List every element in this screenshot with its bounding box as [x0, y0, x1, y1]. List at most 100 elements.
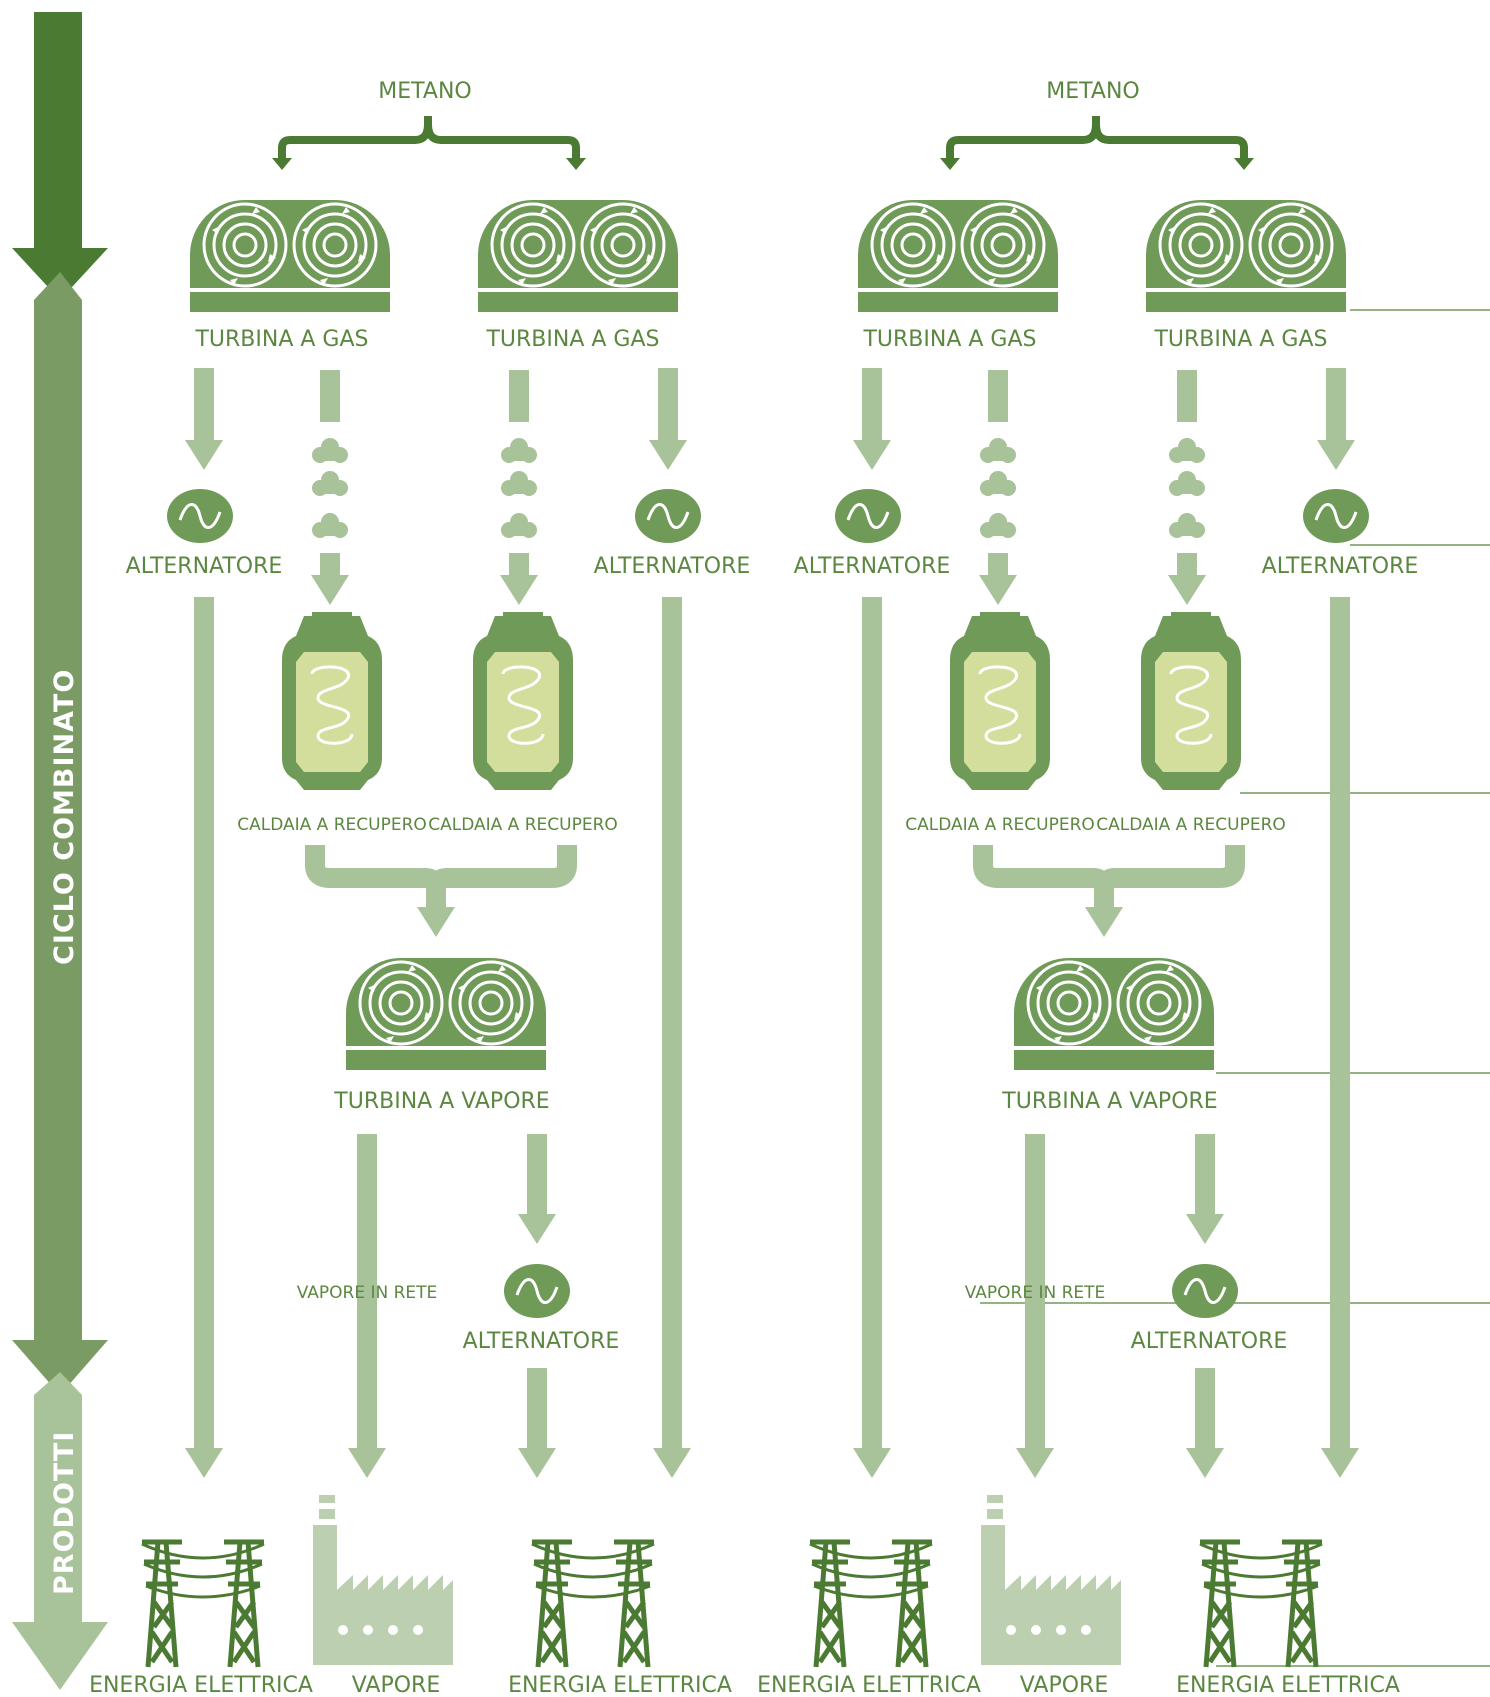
guide-lines: [980, 309, 1490, 1667]
product-label: ENERGIA ELETTRICA: [757, 1673, 981, 1697]
exhaust-stub: [1177, 370, 1197, 422]
smoke-icon: [1169, 471, 1205, 496]
product-label: ENERGIA ELETTRICA: [1176, 1673, 1400, 1697]
alternator-icon: [165, 487, 235, 545]
alternator-icon: [833, 487, 903, 545]
smoke-icon: [312, 471, 348, 496]
power-pylon-icon: [532, 1542, 654, 1667]
product-label: ENERGIA ELETTRICA: [89, 1673, 313, 1697]
alternator-icon: [1170, 1262, 1240, 1320]
metano-arrowhead-left: [272, 158, 292, 170]
boiler-icon: [471, 610, 575, 792]
flow-arrow: [518, 1368, 556, 1478]
metano-arrowhead-right: [566, 158, 586, 170]
steam-network-label: VAPORE IN RETE: [965, 1283, 1106, 1303]
alternator-label: ALTERNATORE: [1262, 554, 1419, 579]
metano-brace: [278, 116, 580, 165]
exhaust-stub: [509, 370, 529, 422]
gas-turbine-icon: [476, 198, 680, 314]
smoke-icon: [980, 471, 1016, 496]
alternator-label: ALTERNATORE: [794, 554, 951, 579]
metano-label: METANO: [1046, 79, 1139, 104]
alternator-label: ALTERNATORE: [594, 554, 751, 579]
factory-icon: [313, 1495, 453, 1665]
ciclo-arrow-top-shaft: [34, 12, 82, 252]
flow-arrow: [853, 597, 891, 1478]
flow-arrow: [649, 368, 687, 470]
flow-arrow: [518, 1134, 556, 1244]
prodotti-arrowhead: [12, 1622, 108, 1690]
factory-icon: [981, 1495, 1121, 1665]
boiler-label: CALDAIA A RECUPERO: [1096, 815, 1286, 835]
gas-turbine-label: TURBINA A GAS: [194, 327, 368, 352]
power-pylon-icon: [142, 1542, 264, 1667]
metano-brace: [946, 116, 1248, 165]
steam-turbine-label: TURBINA A VAPORE: [1001, 1089, 1217, 1114]
boiler-label: CALDAIA A RECUPERO: [237, 815, 427, 835]
product-label: ENERGIA ELETTRICA: [508, 1673, 732, 1697]
smoke-icon: [501, 513, 537, 538]
flow-arrow: [417, 878, 455, 937]
smoke-icon: [980, 513, 1016, 538]
gas-turbine-label: TURBINA A GAS: [1153, 327, 1327, 352]
ciclo-arrow-shaft: [34, 272, 82, 1346]
flow-arrow: [1168, 553, 1206, 605]
power-pylon-icon: [810, 1542, 932, 1667]
steam-network-label: VAPORE IN RETE: [297, 1283, 438, 1303]
gas-turbine-label: TURBINA A GAS: [485, 327, 659, 352]
metano-arrowhead-left: [940, 158, 960, 170]
flow-arrow: [653, 597, 691, 1478]
flow-arrow: [500, 553, 538, 605]
smoke-icon: [1169, 438, 1205, 463]
flow-arrow: [185, 597, 223, 1478]
flow-arrow: [1085, 878, 1123, 937]
product-label: VAPORE: [1020, 1673, 1108, 1697]
gas-turbine-icon: [188, 198, 392, 314]
alternator-label: ALTERNATORE: [126, 554, 283, 579]
gas-turbine-label: TURBINA A GAS: [862, 327, 1036, 352]
smoke-icon: [501, 438, 537, 463]
steam-turbine-icon: [344, 956, 548, 1072]
flow-arrow: [185, 368, 223, 470]
flow-arrow: [311, 553, 349, 605]
flow-arrow: [853, 368, 891, 470]
flow-arrow: [348, 1134, 386, 1478]
alternator-icon: [1301, 487, 1371, 545]
smoke-icon: [501, 471, 537, 496]
metano-label: METANO: [378, 79, 471, 104]
gas-turbine-icon: [1144, 198, 1348, 314]
plant-group-2: METANO TURBINA A GAS TURBINA A GAS ALTERNAT…: [757, 79, 1418, 1697]
smoke-icon: [980, 438, 1016, 463]
flow-arrow: [979, 553, 1017, 605]
alternator-label: ALTERNATORE: [463, 1329, 620, 1354]
smoke-icon: [312, 513, 348, 538]
flow-arrow: [1186, 1368, 1224, 1478]
flow-arrow: [1317, 368, 1355, 470]
alternator-label: ALTERNATORE: [1131, 1329, 1288, 1354]
metano-arrowhead-right: [1234, 158, 1254, 170]
flow-arrow: [1321, 597, 1359, 1478]
prodotti-label: PRODOTTI: [49, 1431, 80, 1595]
flow-arrow: [1186, 1134, 1224, 1244]
boiler-label: CALDAIA A RECUPERO: [428, 815, 618, 835]
alternator-icon: [502, 1262, 572, 1320]
power-pylon-icon: [1200, 1542, 1322, 1667]
boiler-icon: [280, 610, 384, 792]
alternator-icon: [633, 487, 703, 545]
exhaust-stub: [988, 370, 1008, 422]
gas-turbine-icon: [856, 198, 1060, 314]
smoke-icon: [312, 438, 348, 463]
product-label: VAPORE: [352, 1673, 440, 1697]
steam-turbine-icon: [1012, 956, 1216, 1072]
steam-turbine-label: TURBINA A VAPORE: [333, 1089, 549, 1114]
boiler-label: CALDAIA A RECUPERO: [905, 815, 1095, 835]
exhaust-stub: [320, 370, 340, 422]
smoke-icon: [1169, 513, 1205, 538]
boiler-icon: [1139, 610, 1243, 792]
plant-group-1: METANO TURBINA A GAS TURBINA A GAS ALTERNAT…: [89, 79, 750, 1697]
ciclo-arrowhead: [12, 1340, 108, 1395]
boiler-icon: [948, 610, 1052, 792]
flow-arrow: [1016, 1134, 1054, 1478]
